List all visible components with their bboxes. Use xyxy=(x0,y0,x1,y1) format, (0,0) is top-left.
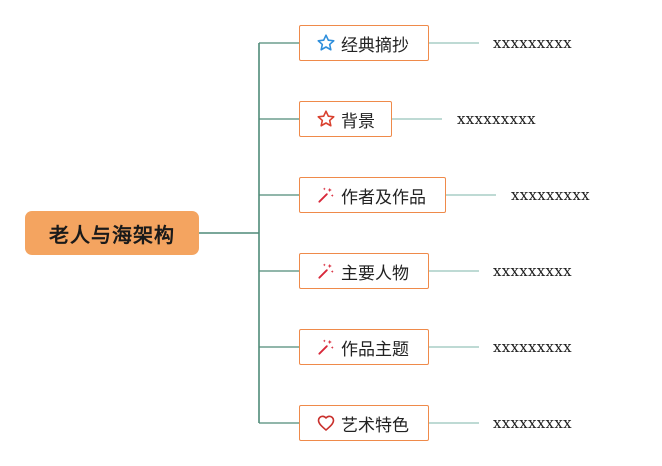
branch-main-characters[interactable]: 主要人物 xyxy=(299,253,429,289)
branch-themes[interactable]: 作品主题 xyxy=(299,329,429,365)
leaf-text: xxxxxxxxx xyxy=(493,262,572,280)
leaf-text: xxxxxxxxx xyxy=(493,414,572,432)
star-outline-red-icon xyxy=(316,109,336,129)
branch-label: 作者及作品 xyxy=(341,187,426,208)
magic-wand-icon xyxy=(316,337,336,357)
branch-author-works[interactable]: 作者及作品 xyxy=(299,177,446,213)
magic-wand-icon xyxy=(316,185,336,205)
branch-label: 主要人物 xyxy=(341,263,409,284)
branch-label: 经典摘抄 xyxy=(341,35,409,56)
leaf-text: xxxxxxxxx xyxy=(457,110,536,128)
branch-label: 作品主题 xyxy=(341,339,409,360)
leaf-text: xxxxxxxxx xyxy=(493,34,572,52)
branch-label: 艺术特色 xyxy=(341,415,409,436)
branch-artistic-features[interactable]: 艺术特色 xyxy=(299,405,429,441)
magic-wand-icon xyxy=(316,261,336,281)
branch-background[interactable]: 背景 xyxy=(299,101,392,137)
star-outline-blue-icon xyxy=(316,33,336,53)
heart-outline-icon xyxy=(316,413,336,433)
root-topic[interactable]: 老人与海架构 xyxy=(25,211,199,255)
leaf-text: xxxxxxxxx xyxy=(493,338,572,356)
leaf-text: xxxxxxxxx xyxy=(511,186,590,204)
root-topic-label: 老人与海架构 xyxy=(49,222,175,247)
branch-label: 背景 xyxy=(341,111,375,132)
branch-quotes[interactable]: 经典摘抄 xyxy=(299,25,429,61)
